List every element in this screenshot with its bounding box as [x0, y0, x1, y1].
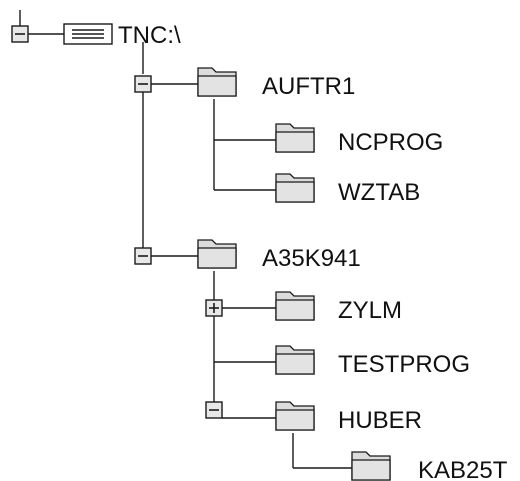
folder-icon: [275, 123, 315, 153]
folder-icon: [275, 173, 315, 203]
collapse-icon[interactable]: [134, 75, 152, 93]
root-label[interactable]: TNC:\: [118, 22, 181, 49]
node-label-testprog[interactable]: TESTPROG: [338, 351, 470, 378]
node-label-wztab[interactable]: WZTAB: [338, 179, 420, 206]
drive-icon: [63, 23, 113, 45]
tree-connectors: [19, 10, 352, 469]
collapse-icon[interactable]: [11, 25, 29, 43]
folder-icon: [275, 401, 315, 431]
node-label-a35k941[interactable]: A35K941: [262, 245, 361, 272]
folder-icon: [197, 67, 237, 97]
node-label-zylm[interactable]: ZYLM: [338, 297, 402, 324]
node-label-auftr1[interactable]: AUFTR1: [262, 73, 355, 100]
expand-icon[interactable]: [205, 299, 223, 317]
collapse-icon[interactable]: [134, 247, 152, 265]
folder-icon: [275, 345, 315, 375]
collapse-icon[interactable]: [205, 401, 223, 419]
node-label-kab25t[interactable]: KAB25T: [418, 457, 508, 481]
node-label-huber[interactable]: HUBER: [338, 407, 422, 434]
folder-icon: [275, 291, 315, 321]
folder-icon: [351, 451, 391, 481]
node-label-ncprog[interactable]: NCPROG: [338, 129, 443, 156]
folder-icon: [197, 239, 237, 269]
